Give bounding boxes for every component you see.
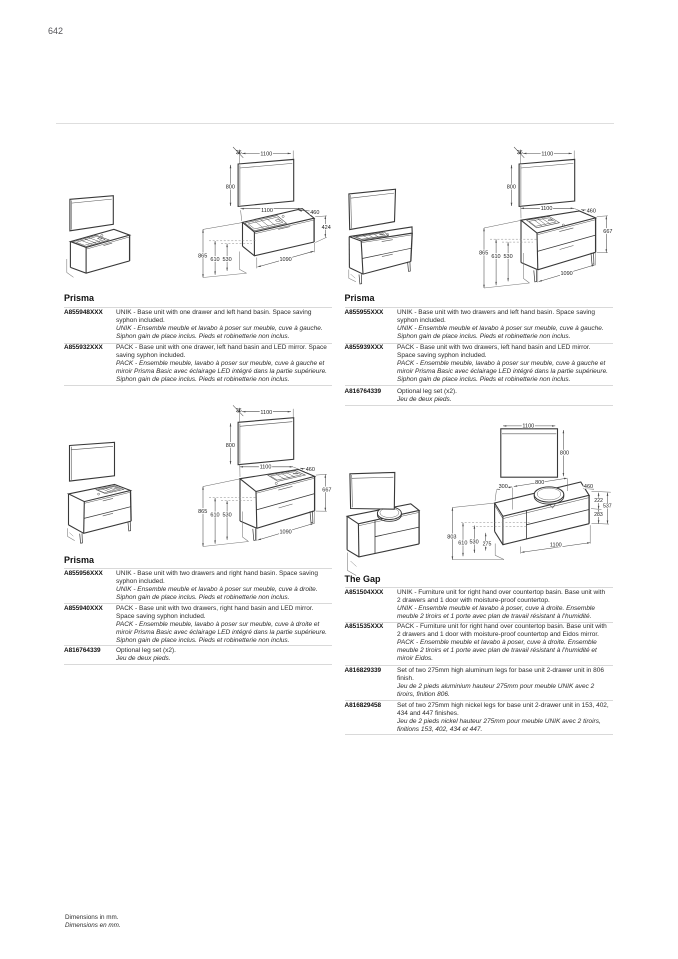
svg-text:26: 26	[236, 150, 242, 156]
svg-text:1100: 1100	[260, 410, 272, 416]
svg-text:26: 26	[236, 408, 242, 414]
svg-text:610: 610	[210, 257, 219, 263]
svg-text:424: 424	[322, 225, 331, 231]
svg-text:667: 667	[322, 487, 331, 493]
svg-text:1100: 1100	[541, 152, 553, 158]
svg-text:800: 800	[560, 451, 569, 457]
svg-text:610: 610	[458, 541, 467, 547]
svg-text:865: 865	[479, 251, 488, 257]
svg-text:537: 537	[603, 504, 612, 510]
svg-text:460: 460	[587, 209, 596, 215]
svg-text:460: 460	[584, 484, 593, 490]
svg-text:865: 865	[198, 253, 207, 259]
svg-text:300: 300	[499, 484, 508, 490]
svg-text:530: 530	[470, 540, 479, 546]
svg-text:222: 222	[594, 498, 603, 504]
svg-text:1090: 1090	[560, 271, 572, 277]
svg-text:800: 800	[507, 185, 516, 191]
svg-text:1100: 1100	[550, 542, 562, 548]
svg-text:275: 275	[483, 542, 492, 548]
svg-text:610: 610	[210, 513, 219, 519]
svg-text:530: 530	[223, 257, 232, 263]
svg-text:1100: 1100	[261, 208, 273, 214]
svg-text:800: 800	[535, 480, 544, 486]
svg-text:610: 610	[491, 254, 500, 260]
svg-text:1100: 1100	[541, 206, 553, 212]
svg-text:1090: 1090	[279, 257, 291, 263]
svg-text:283: 283	[594, 512, 603, 518]
svg-text:800: 800	[226, 443, 235, 449]
svg-text:1100: 1100	[260, 152, 272, 158]
svg-text:1100: 1100	[260, 464, 272, 470]
svg-text:667: 667	[603, 229, 612, 235]
svg-text:26: 26	[517, 150, 523, 156]
svg-text:460: 460	[310, 210, 319, 216]
svg-text:800: 800	[226, 185, 235, 191]
svg-text:803: 803	[447, 534, 456, 540]
svg-text:1090: 1090	[279, 530, 291, 536]
svg-text:460: 460	[306, 467, 315, 473]
svg-text:865: 865	[198, 509, 207, 515]
svg-text:530: 530	[223, 513, 232, 519]
svg-text:530: 530	[504, 254, 513, 260]
svg-text:1100: 1100	[522, 423, 534, 429]
